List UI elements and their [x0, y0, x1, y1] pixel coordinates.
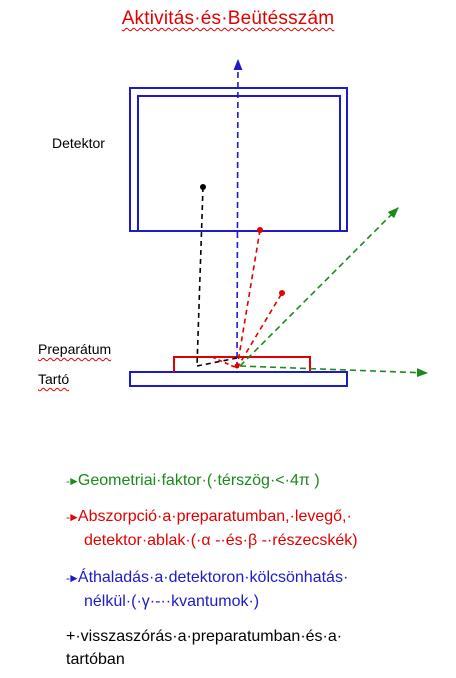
holder-label-text: Tartó: [38, 371, 70, 387]
legend-backscatter-line-2: tartóban: [66, 651, 125, 668]
detector-inner-frame: [137, 95, 341, 232]
legend-absorption-line-2: detektor·ablak·(·α -·és·β -·részecskék): [66, 529, 358, 552]
holder-label: Tartó: [38, 371, 69, 387]
legend-absorption: -►Abszorpció·a·preparatumban,·levegő,· d…: [66, 505, 358, 552]
detector-outer-frame: [129, 87, 348, 232]
alpha-beta-absorption-point-2: [279, 290, 285, 296]
holder-plate: [129, 371, 348, 387]
legend-passthrough-line-1: -►Áthaladás·a·detektoron·kölcsönhatás·: [66, 566, 348, 590]
alpha-beta-absorbed-path-1: [236, 229, 261, 369]
alpha-beta-absorbed-path-2: [236, 292, 283, 369]
legend-geometry-text: Geometriai·faktor·(·térszög·<·4π ): [77, 472, 320, 489]
legend-absorption-text-2: detektor·ablak·(·α -·és·β -·részecskék): [84, 532, 358, 549]
legend-passthrough-line-2: nélkül·(·γ·-··kvantumok·): [66, 590, 348, 613]
alpha-beta-absorption-point-1: [257, 227, 263, 233]
preparation-label: Preparátum: [38, 341, 111, 357]
legend-passthrough: -►Áthaladás·a·detektoron·kölcsönhatás· n…: [66, 566, 348, 613]
legend-arrowhead-icon: ►: [68, 510, 80, 524]
legend-backscatter-line-1: +·visszaszórás·a·preparatumban·és·a·: [66, 628, 343, 645]
escaping-ray-upper: [239, 207, 399, 367]
source-point: [234, 363, 240, 369]
legend-arrowhead-icon: ►: [68, 571, 80, 585]
detector-label: Detektor: [52, 135, 105, 151]
legend-passthrough-text-1: Áthaladás·a·detektoron·kölcsönhatás·: [77, 569, 349, 586]
legend-arrowhead-icon: ►: [68, 474, 80, 488]
legend-backscatter: +·visszaszórás·a·preparatumban·és·a· tar…: [66, 625, 342, 671]
preparation-label-text: Preparátum: [38, 341, 112, 357]
page-title: Aktivitás·és·Beütésszám: [0, 8, 456, 30]
backscatter-path-1: [196, 186, 204, 367]
legend-geometry: -►Geometriai·faktor·(·térszög·<·4π ): [66, 469, 320, 493]
gamma-passthrough-path: [233, 58, 243, 369]
escaping-ray-lower: [239, 365, 429, 378]
legend-passthrough-text-2: nélkül·(·γ·-··kvantumok·): [84, 593, 260, 610]
absorption-in-sample-path: [211, 356, 238, 369]
backscatter-path-2: [196, 357, 238, 367]
title-text: Aktivitás·és·Beütésszám: [121, 8, 335, 29]
preparation-sample: [173, 356, 311, 372]
backscatter-absorption-point: [200, 184, 206, 190]
legend-absorption-text-1: Abszorpció·a·preparatumban,·levegő,·: [77, 508, 352, 525]
legend-absorption-line-1: -►Abszorpció·a·preparatumban,·levegő,·: [66, 505, 358, 529]
